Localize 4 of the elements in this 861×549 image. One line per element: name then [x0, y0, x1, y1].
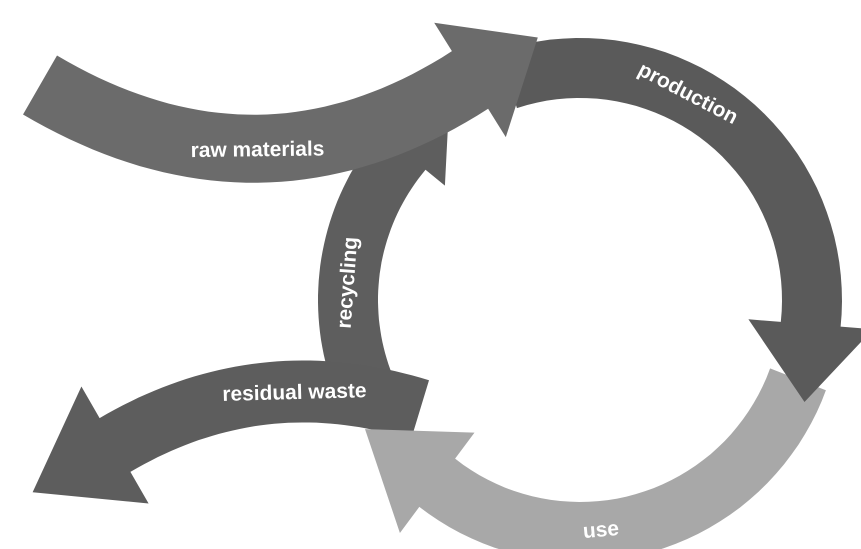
arrow-band: use: [365, 368, 826, 549]
arrow-band: raw materials: [23, 22, 538, 183]
node-label: recycling: [340, 238, 362, 328]
arrow-band: residual waste: [32, 360, 429, 504]
